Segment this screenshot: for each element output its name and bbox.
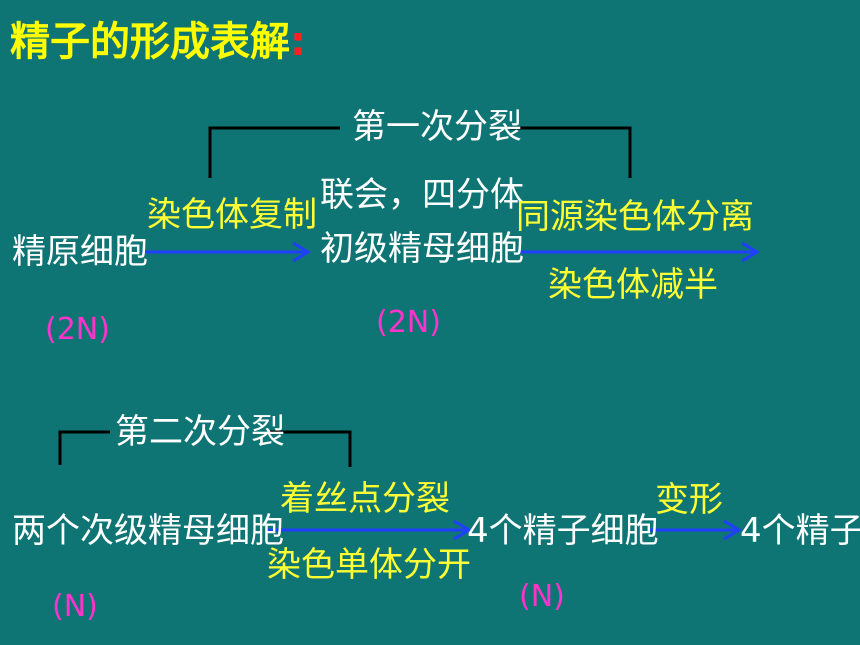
division1-bracket [208, 126, 340, 178]
division1-label: 第一次分裂 [352, 107, 522, 147]
start-cell-secondary-spermatocytes: 两个次级精母细胞 [12, 511, 284, 551]
division2-label: 第二次分裂 [115, 412, 285, 452]
process-label-centromere-split: 着丝点分裂 [280, 479, 450, 519]
process-label-chromosome-halving: 染色体减半 [548, 265, 718, 305]
mid-cell-primary-spermatocyte: 初级精母细胞 [320, 229, 524, 269]
ploidy-spermatids: (N) [519, 579, 565, 614]
process-label-chromatid-separation: 染色单体分开 [267, 545, 471, 585]
ploidy-spermatogonium: (2N) [45, 312, 110, 347]
division2-bracket [58, 430, 110, 465]
arrow-transformation [648, 519, 742, 541]
process-label-transformation: 变形 [655, 480, 723, 520]
arrow-meiosis1 [518, 241, 760, 263]
arrow-replication [142, 241, 311, 263]
title-colon: : [290, 19, 306, 65]
process-label-homolog-separation: 同源染色体分离 [516, 197, 754, 237]
division2-bracket-right [270, 430, 352, 467]
start-cell-spermatogonium: 精原细胞 [12, 232, 148, 272]
arrow-meiosis2 [265, 519, 472, 541]
process-label-replication: 染色体复制 [147, 195, 317, 235]
division1-bracket-right [510, 126, 632, 178]
ploidy-secondary-spermatocytes: (N) [52, 589, 98, 624]
mid-cell-spermatids: 4个精子细胞 [467, 511, 659, 551]
page-title: 精子的形成表解: [10, 22, 306, 62]
end-cell-sperm: 4个精子 [740, 511, 860, 551]
ploidy-primary-spermatocyte: (2N) [376, 305, 441, 340]
title-text: 精子的形成表解 [10, 19, 290, 65]
mid-label-synapsis: 联会，四分体 [320, 175, 524, 215]
